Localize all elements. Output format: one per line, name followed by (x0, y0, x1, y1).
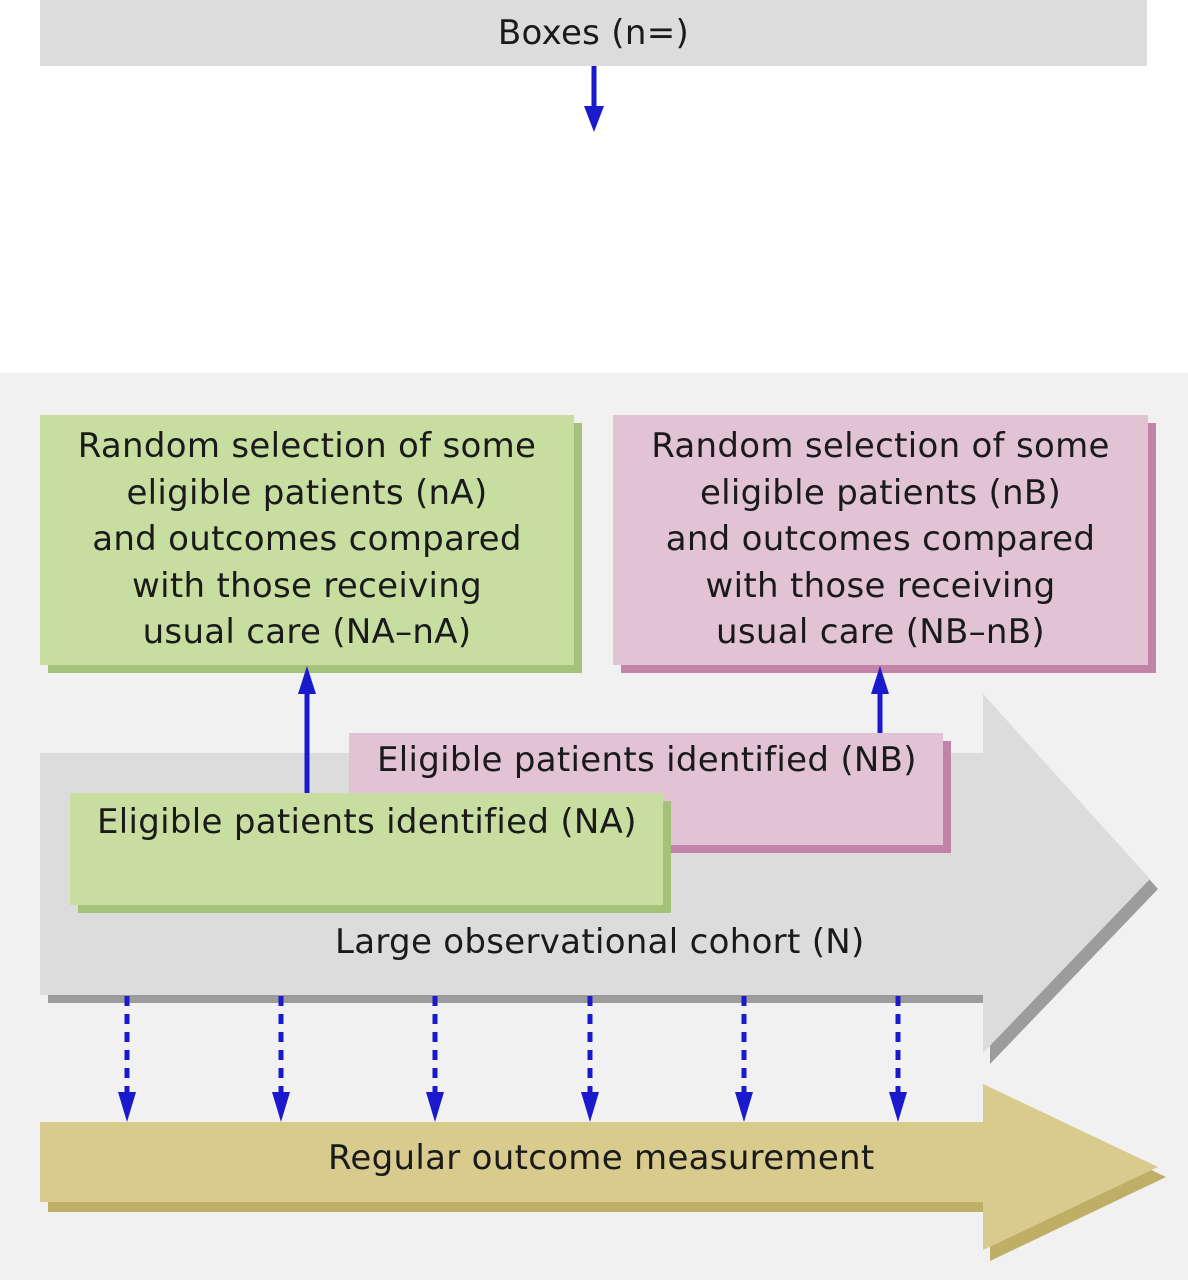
selection-b-line-3: and outcomes compared (665, 519, 1096, 559)
selection-a-line-3: and outcomes compared (92, 519, 522, 559)
selection-a-line-4: with those receiving (132, 565, 482, 606)
top-title: Boxes (n=) (497, 13, 690, 53)
selection-a-line-5: usual care (NA–nA) (142, 612, 472, 652)
selection-b-line-4: with those receiving (705, 565, 1056, 606)
selection-a-line-1: Random selection of some (77, 426, 537, 466)
dashed-arrows (124, 996, 901, 1096)
selection-a-line-2: eligible patients (nA) (126, 472, 488, 513)
selection-b-line-1: Random selection of some (651, 426, 1110, 466)
top-down-arrow (584, 66, 604, 132)
dashed-arrow-heads (118, 1092, 907, 1122)
selection-box-b: Random selection of some eligible patien… (613, 415, 1148, 665)
selection-box-a: Random selection of some eligible patien… (40, 415, 574, 665)
selection-b-line-2: eligible patients (nB) (699, 472, 1062, 513)
eligible-box-a (70, 793, 663, 905)
top-title-bar: Boxes (n=) (40, 0, 1147, 66)
eligible-label-a: Eligible patients identified (NA) (97, 802, 637, 842)
outcome-arrow (40, 1084, 1166, 1261)
eligible-label-b: Eligible patients identified (NB) (377, 740, 917, 780)
selection-b-line-5: usual care (NB–nB) (716, 612, 1045, 652)
cohort-label: Large observational cohort (N) (335, 922, 865, 962)
outcome-label: Regular outcome measurement (328, 1138, 875, 1178)
